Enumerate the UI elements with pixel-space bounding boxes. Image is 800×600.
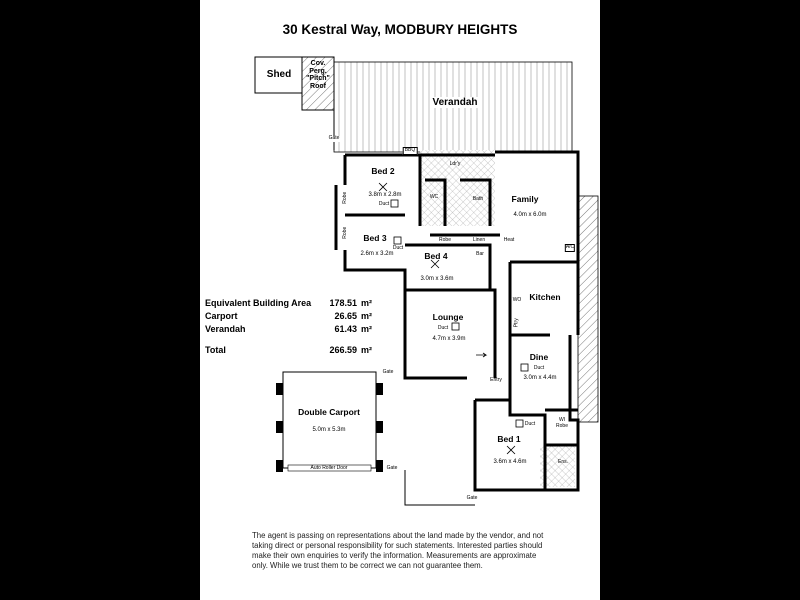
pergola-line: Cov.	[310, 60, 326, 67]
roller-door-label: Auto Roller Door	[310, 465, 348, 471]
wi-robe-line: Robe	[556, 422, 568, 429]
wi-robe-line: WI	[558, 417, 566, 423]
pergola-line: Roof	[310, 83, 326, 91]
duct-label: Duct	[437, 325, 449, 331]
room-label-bed2: Bed 2	[371, 166, 395, 176]
room-label-carport: Double Carport	[298, 407, 360, 417]
duct-label: Duct	[524, 421, 536, 427]
carport	[282, 371, 377, 469]
room-size-carport: 5.0m x 5.3m	[312, 427, 346, 433]
shed	[254, 56, 303, 94]
area-summary-table: Equivalent Building Area 178.51 m² Carport…	[205, 298, 381, 358]
pergola-line: "Pitch"	[306, 75, 330, 83]
room-label-lounge: Lounge	[432, 312, 464, 322]
room-label-bed1: Bed 1	[497, 434, 521, 444]
area-unit: m²	[361, 345, 372, 355]
area-value: 61.43	[334, 324, 357, 334]
room-label-verandah: Verandah	[432, 97, 478, 108]
area-name: Verandah	[205, 324, 246, 334]
area-row: Carport 26.65 m²	[205, 311, 381, 324]
room-label-bath: Bath	[472, 196, 484, 202]
disclaimer: The agent is passing on representations …	[252, 531, 544, 570]
robe-label: Robe	[439, 237, 451, 243]
room-size-bed2: 3.8m x 2.8m	[368, 192, 402, 198]
room-label-shed: Shed	[266, 69, 292, 80]
gate-label: Gate	[328, 135, 340, 142]
room-size-dine: 3.0m x 4.4m	[523, 375, 557, 381]
heat-label: Heat	[503, 237, 515, 243]
room-label-dine: Dine	[529, 352, 549, 362]
room-size-bed3: 2.6m x 3.2m	[360, 251, 394, 257]
pergola-line: Perg.	[309, 67, 327, 75]
room-label-laundry: Ldr'y	[449, 161, 461, 167]
room-size-bed1: 3.6m x 4.6m	[493, 459, 527, 465]
room-size-bed4: 3.0m x 3.6m	[420, 276, 454, 282]
room-label-bed3: Bed 3	[363, 233, 387, 243]
area-unit: m²	[361, 311, 372, 321]
pantry-label: Ptry	[513, 318, 520, 328]
area-name: Total	[205, 345, 226, 355]
room-label-wc: WC	[429, 194, 439, 200]
area-value: 178.51	[329, 298, 357, 308]
duct-label: Duct	[378, 201, 390, 207]
area-name: Carport	[205, 311, 238, 321]
area-unit: m²	[361, 298, 372, 308]
robe-label: Robe	[342, 226, 349, 239]
ac-label: A/C	[564, 244, 576, 252]
room-label-kitchen: Kitchen	[529, 292, 561, 302]
room-label-pergola: Cov. Perg. "Pitch" Roof	[306, 60, 330, 91]
area-value: 266.59	[329, 345, 357, 355]
area-name: Equivalent Building Area	[205, 298, 312, 308]
pergola	[301, 56, 335, 111]
gate-label: Gate	[386, 465, 398, 471]
room-label-ensuite: Ens.	[557, 459, 569, 465]
room-label-bed4: Bed 4	[424, 251, 448, 261]
area-row: Equivalent Building Area 178.51 m²	[205, 298, 381, 311]
bar-label: Bar	[476, 251, 484, 257]
room-size-family: 4.0m x 6.0m	[513, 212, 547, 218]
room-label-family: Family	[511, 194, 539, 204]
wo-label: WO	[512, 297, 522, 303]
wi-robe-label: WI Robe	[556, 417, 568, 429]
area-value: 26.65	[334, 311, 357, 321]
area-row-total: Total 266.59 m²	[205, 345, 381, 358]
page-title: 30 Kestral Way, MODBURY HEIGHTS	[282, 22, 518, 37]
entry-label: Entry	[490, 377, 502, 383]
duct-label: Duct	[533, 365, 545, 371]
linen-label: Linen	[472, 237, 486, 243]
area-row: Verandah 61.43 m²	[205, 324, 381, 337]
bbq-label: BBQ	[402, 147, 418, 155]
gate-label: Gate	[466, 495, 478, 501]
room-size-lounge: 4.7m x 3.9m	[432, 336, 466, 342]
gate-label: Gate	[382, 369, 394, 375]
area-unit: m²	[361, 324, 372, 334]
robe-label: Robe	[342, 191, 349, 204]
duct-label: Duct	[392, 245, 404, 251]
